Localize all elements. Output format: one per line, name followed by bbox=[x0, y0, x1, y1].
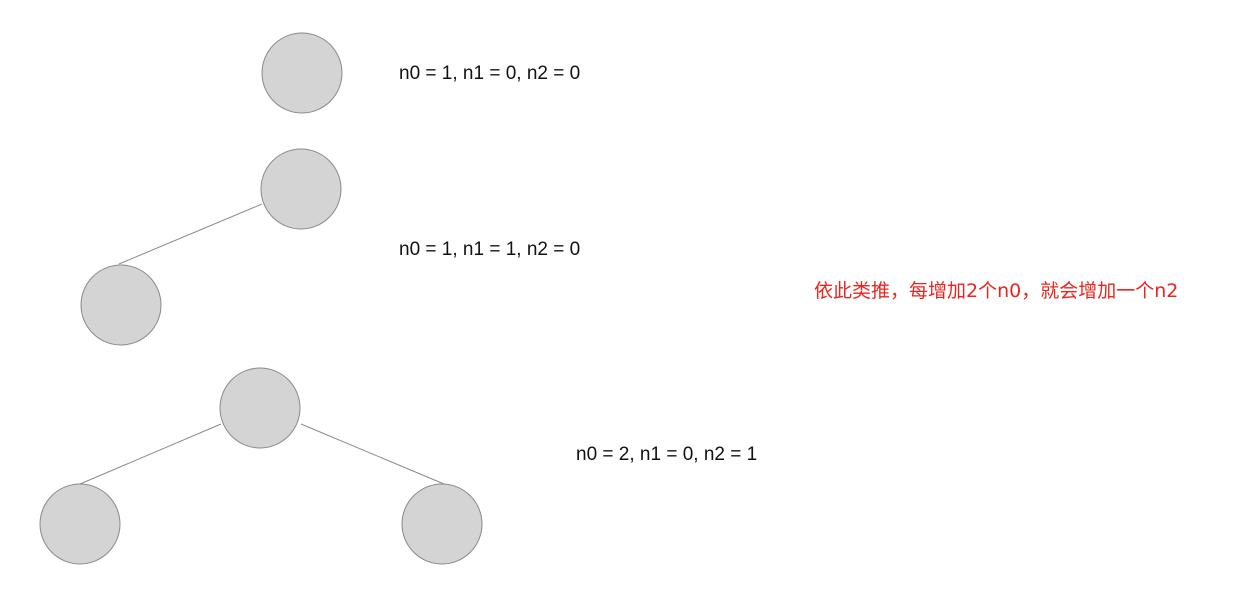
tree3-left-child-node bbox=[39, 483, 121, 565]
tree1-root-node bbox=[261, 32, 343, 114]
tree2-root-node bbox=[260, 148, 342, 230]
tree3-edge-root-left bbox=[79, 423, 222, 485]
tree-2 bbox=[80, 148, 342, 346]
tree2-left-child-node bbox=[80, 264, 162, 346]
tree3-count-label: n0 = 2, n1 = 0, n2 = 1 bbox=[576, 444, 758, 465]
tree-1 bbox=[261, 32, 343, 114]
tree-3 bbox=[39, 367, 483, 565]
tree3-root-node bbox=[219, 367, 301, 449]
tree3-right-child-node bbox=[401, 483, 483, 565]
tree1-count-label: n0 = 1, n1 = 0, n2 = 0 bbox=[399, 63, 581, 84]
tree3-edge-root-right bbox=[300, 423, 445, 485]
pattern-note: 依此类推，每增加2个n0，就会增加一个n2 bbox=[814, 280, 1179, 302]
tree2-edge-root-left bbox=[118, 203, 263, 265]
tree2-count-label: n0 = 1, n1 = 1, n2 = 0 bbox=[399, 239, 581, 260]
